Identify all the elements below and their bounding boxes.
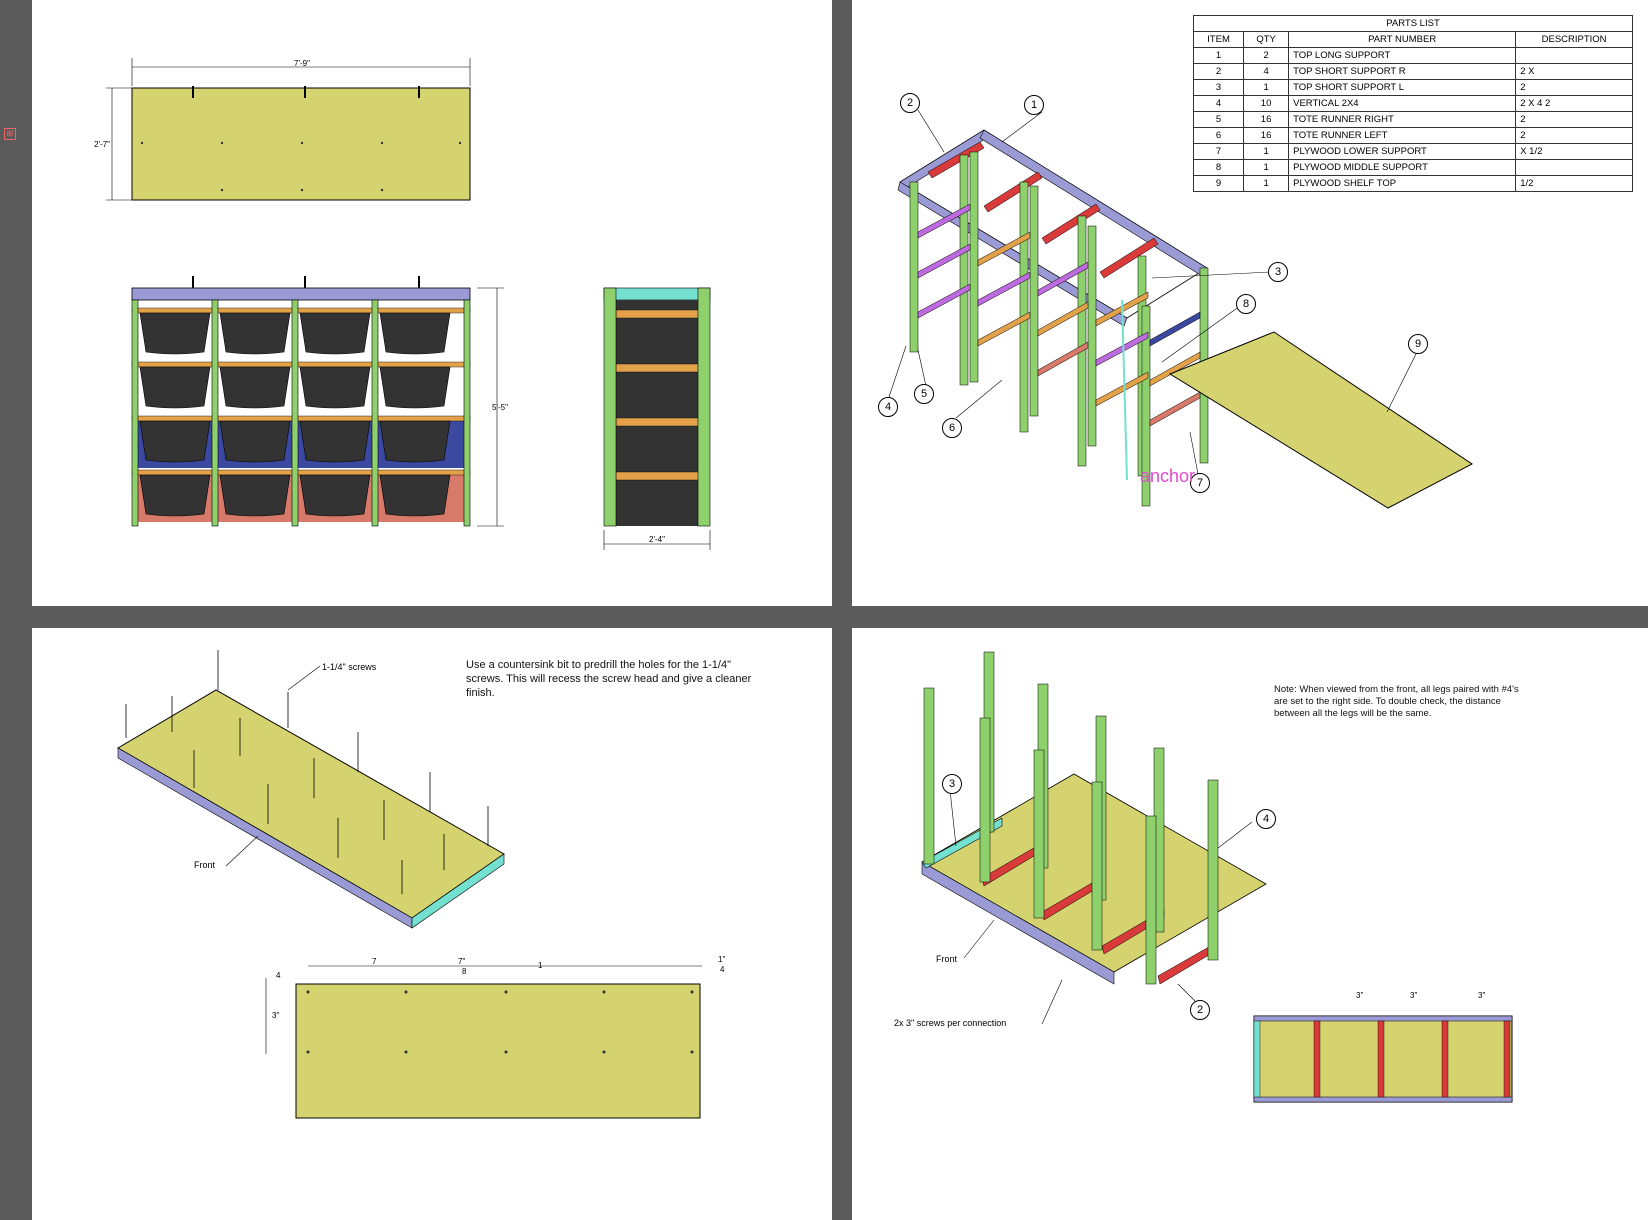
shelf-top-plan	[131, 87, 471, 201]
drawing-sheet-elevations: 7'-9" 2'-7" 5'-5"	[32, 0, 832, 606]
exploded-iso-drawing	[887, 109, 1473, 509]
legs-note: Note: When viewed from the front, all le…	[1274, 684, 1519, 719]
parts-cell-item: 9	[1192, 175, 1245, 192]
runners	[917, 203, 1201, 427]
parts-cell-qty: 2	[1243, 47, 1290, 64]
storage-tote	[139, 366, 211, 409]
storage-tote	[139, 474, 211, 517]
drawing-sheet-shelf-top: Use a countersink bit to predrill the ho…	[32, 628, 832, 1220]
balloon-3: 3	[942, 774, 962, 794]
balloon-9: 9	[1408, 334, 1428, 354]
screws-label: 2x 3" screws per connection	[894, 1018, 1007, 1028]
dim-a: 3"	[1356, 991, 1363, 1000]
side-elevation: 2'-4"	[603, 287, 711, 550]
tote-runner	[131, 307, 471, 314]
balloon-8: 8	[1236, 294, 1256, 314]
dim-d: 1"	[718, 955, 725, 964]
dim-f: 4	[276, 971, 281, 980]
front-label: Front	[194, 860, 216, 870]
shelf-top-iso-drawing: 7 7" 8 1 1" 4 3" 4	[117, 650, 725, 1119]
balloon-5: 5	[914, 384, 934, 404]
storage-tote	[379, 366, 451, 409]
parts-list-table: PARTS LIST ITEM QTY PART NUMBER DESCRIPT…	[1192, 15, 1633, 192]
parts-cell-qty: 1	[1243, 175, 1290, 192]
balloon-2: 2	[1190, 1000, 1210, 1020]
storage-tote	[379, 312, 451, 355]
dim-b-den: 8	[462, 967, 467, 976]
balloon-7: 7	[1190, 473, 1210, 493]
legs	[923, 651, 1219, 985]
dim-e: 3"	[272, 1011, 279, 1020]
tote-runner	[131, 361, 471, 368]
dim-side-depth: 2'-4"	[649, 535, 665, 544]
balloon-1: 1	[1024, 95, 1044, 115]
dim-top-width: 7'-9"	[294, 59, 310, 68]
countersink-note: Use a countersink bit to predrill the ho…	[466, 659, 752, 699]
dim-a: 7	[372, 957, 377, 966]
front-elevation: 5'-5"	[131, 276, 508, 527]
drawing-sheet-exploded: PARTS LIST ITEM QTY PART NUMBER DESCRIPT…	[852, 0, 1648, 606]
storage-tote	[219, 420, 291, 463]
anchor-label[interactable]: anchor	[1140, 466, 1196, 486]
tote-runner	[131, 469, 471, 476]
storage-tote	[299, 312, 371, 355]
dim-height: 5'-5"	[492, 403, 508, 412]
parts-cell-part: PLYWOOD LOWER SUPPORT	[1288, 143, 1517, 160]
elevation-drawing: 7'-9" 2'-7" 5'-5"	[94, 58, 711, 550]
dim-b: 3"	[1410, 991, 1417, 1000]
dim-d-den: 4	[720, 965, 725, 974]
screws-label: 1-1/4" screws	[322, 662, 377, 672]
balloon-4: 4	[878, 397, 898, 417]
shelf-top-plan-dims: 7 7" 8 1 1" 4 3" 4	[265, 955, 725, 1054]
storage-tote	[139, 420, 211, 463]
storage-tote	[299, 420, 371, 463]
storage-tote	[379, 474, 451, 517]
balloon-3: 3	[1268, 262, 1288, 282]
storage-tote	[219, 474, 291, 517]
link-marker-icon[interactable]: ⊞	[4, 128, 16, 140]
screws	[125, 650, 489, 894]
dim-c: 1	[538, 961, 543, 970]
storage-tote	[379, 420, 451, 463]
parts-cell-part: PLYWOOD SHELF TOP	[1288, 175, 1517, 192]
legs	[909, 151, 1209, 507]
drawing-sheet-frame-assembly: Note: When viewed from the front, all le…	[852, 628, 1648, 1220]
balloon-6: 6	[942, 418, 962, 438]
frame-plan-dims: 3" 3" 3"	[1356, 991, 1485, 1000]
tote-runner	[131, 415, 471, 422]
balloon-2: 2	[900, 93, 920, 113]
storage-tote	[139, 312, 211, 355]
storage-tote	[219, 312, 291, 355]
storage-tote	[219, 366, 291, 409]
dim-c: 3"	[1478, 991, 1485, 1000]
frame-iso-drawing: 3" 3" 3"	[921, 651, 1513, 1103]
balloon-4: 4	[1256, 809, 1276, 829]
front-label: Front	[936, 954, 958, 964]
storage-tote	[299, 366, 371, 409]
plywood-shelf-top	[1168, 331, 1473, 509]
dim-top-depth: 2'-7"	[94, 140, 110, 149]
storage-tote	[299, 474, 371, 517]
dim-b: 7"	[458, 957, 465, 966]
parts-cell-desc: 1/2	[1515, 175, 1633, 192]
screw-dots	[140, 141, 462, 192]
